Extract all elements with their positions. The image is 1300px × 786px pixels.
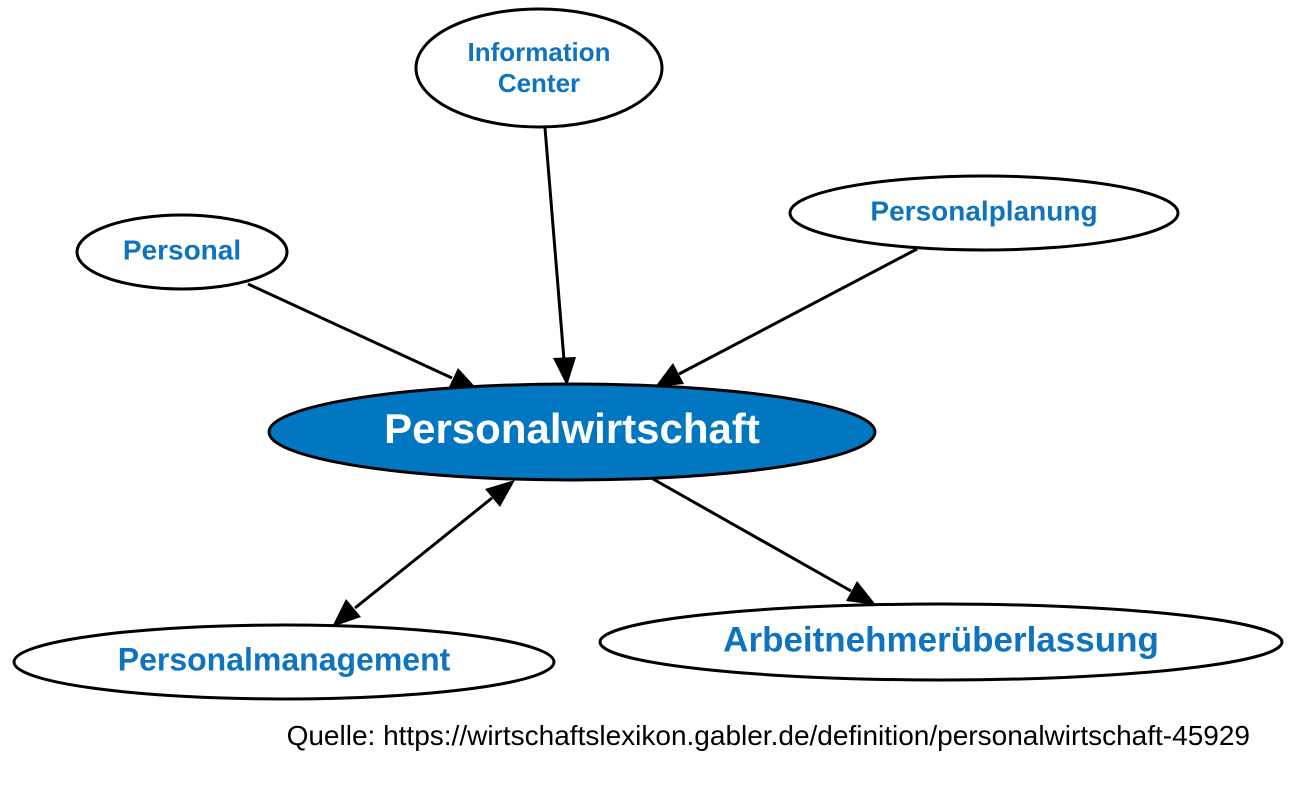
edge-personalplanung-to-personalwirtschaft bbox=[655, 247, 918, 387]
arrow-head bbox=[846, 581, 876, 605]
arrow-head bbox=[553, 357, 576, 386]
node-personalmanagement[interactable]: Personalmanagement bbox=[12, 623, 556, 701]
node-ellipse bbox=[414, 7, 664, 129]
node-ellipse bbox=[598, 602, 1284, 682]
source-caption: Quelle: https://wirtschaftslexikon.gable… bbox=[287, 720, 1250, 751]
arrow-head-bottom bbox=[332, 599, 361, 627]
node-label: Personalwirtschaft bbox=[384, 405, 760, 452]
edge-line bbox=[543, 127, 566, 361]
edge-line bbox=[247, 282, 453, 380]
node-label: Personalmanagement bbox=[118, 641, 451, 677]
edge-information-center-to-personalwirtschaft bbox=[543, 127, 576, 386]
edge-line bbox=[652, 477, 852, 593]
node-label-line2: Center bbox=[498, 68, 580, 98]
edge-personalwirtschaft-to-arbeitnehmerueberlassung bbox=[652, 477, 876, 605]
edges bbox=[247, 127, 918, 627]
node-arbeitnehmerueberlassung[interactable]: Arbeitnehmerüberlassung bbox=[598, 602, 1284, 682]
arrow-head-top bbox=[485, 480, 515, 507]
node-personalwirtschaft[interactable]: Personalwirtschaft bbox=[267, 382, 877, 482]
node-information-center[interactable]: Information Center bbox=[414, 7, 664, 129]
edge-line bbox=[678, 247, 918, 376]
node-label: Arbeitnehmerüberlassung bbox=[723, 620, 1159, 659]
edge-line bbox=[354, 496, 493, 610]
node-ellipse bbox=[75, 213, 289, 291]
node-personal[interactable]: Personal bbox=[75, 213, 289, 291]
node-ellipse bbox=[12, 623, 556, 701]
arrow-head bbox=[448, 368, 478, 390]
node-label: Personal bbox=[123, 234, 241, 265]
arrow-head bbox=[655, 363, 684, 387]
node-personalplanung[interactable]: Personalplanung bbox=[788, 174, 1180, 252]
node-label: Personalplanung bbox=[870, 195, 1097, 226]
node-ellipse bbox=[788, 174, 1180, 252]
edge-personalwirtschaft-personalmanagement bbox=[332, 480, 515, 627]
node-ellipse bbox=[267, 382, 877, 482]
node-label-line1: Information bbox=[468, 37, 611, 67]
edge-personal-to-personalwirtschaft bbox=[247, 282, 478, 390]
